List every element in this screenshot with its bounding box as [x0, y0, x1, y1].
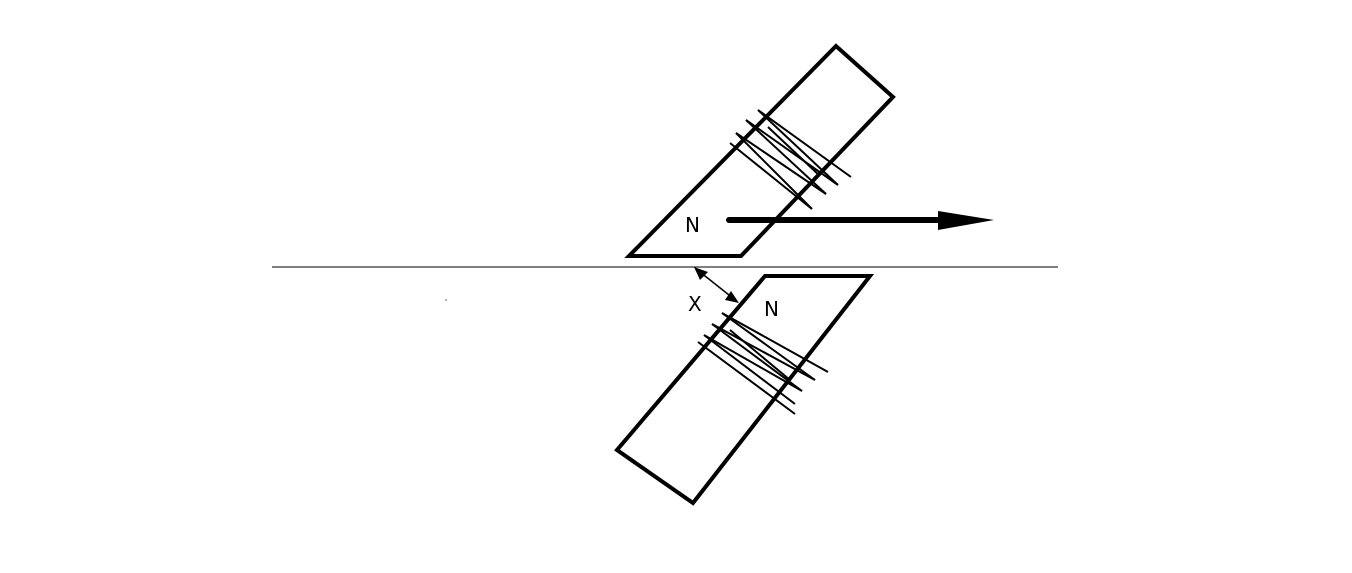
- speck: [445, 299, 447, 301]
- gap-arrow: [694, 267, 739, 303]
- arrow-head-icon: [938, 211, 994, 230]
- motion-arrow: [726, 211, 994, 230]
- gap-label: X: [688, 292, 702, 316]
- lower-coil: [697, 312, 829, 415]
- lower-magnet: [614, 274, 875, 506]
- upper-coil: [729, 109, 852, 210]
- lower-pole-label: N: [764, 297, 779, 321]
- upper-pole-label: N: [685, 213, 700, 237]
